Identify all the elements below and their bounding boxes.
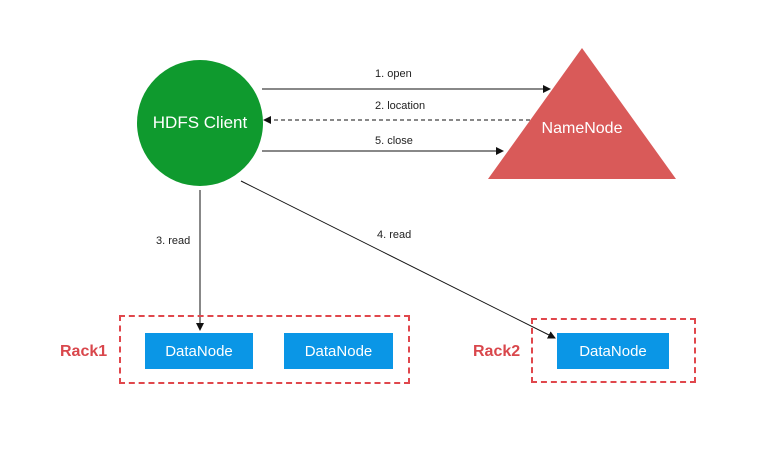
namenode-triangle <box>488 48 676 179</box>
rack2-label: Rack2 <box>473 343 521 360</box>
rack1-label: Rack1 <box>60 343 108 360</box>
edge-close-label: 5. close <box>375 135 413 147</box>
datanode-label: DataNode <box>165 342 233 360</box>
rack1-datanode-2: DataNode <box>284 333 393 369</box>
rack2-group <box>531 318 696 383</box>
rack2-datanode-1: DataNode <box>557 333 669 369</box>
edge-read4-label: 4. read <box>377 229 412 241</box>
rack1-group <box>119 315 410 384</box>
datanode-label: DataNode <box>304 342 373 360</box>
edge-location-label: 2. location <box>375 100 426 112</box>
rack1-datanode-1: DataNode <box>145 333 253 369</box>
hdfs-client-node: HDFS Client <box>137 60 263 186</box>
edge-read3-label: 3. read <box>156 235 191 247</box>
edge-open-label: 1. open <box>375 68 412 80</box>
edge-read4-arrow <box>240 180 556 339</box>
namenode-label: NameNode <box>541 120 623 137</box>
datanode-label: DataNode <box>579 342 647 360</box>
hdfs-client-label: HDFS Client <box>152 113 248 132</box>
